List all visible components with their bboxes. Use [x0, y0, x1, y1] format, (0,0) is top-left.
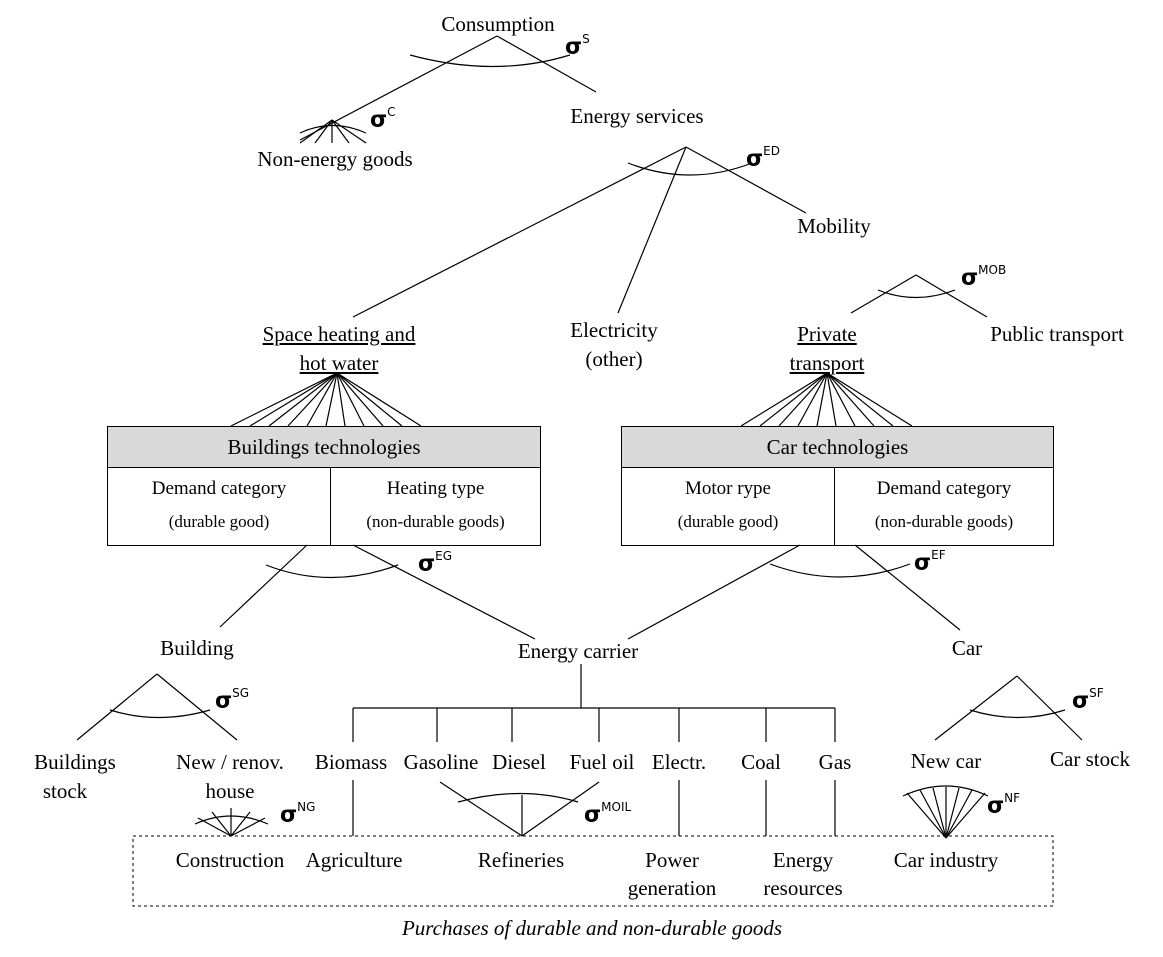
- node-new-car: New car: [910, 749, 982, 773]
- sector-energy-resources-line1: Energy: [772, 848, 834, 872]
- node-non-energy-goods: Non-energy goods: [257, 147, 413, 171]
- arc-sigma-sg: [109, 709, 211, 719]
- diagram-caption: Purchases of durable and non-durable goo…: [401, 916, 783, 940]
- arc-sigma-ed: [627, 162, 753, 176]
- node-private-transport-line2: transport: [789, 351, 865, 375]
- sigma-eg-label: σEG: [418, 549, 453, 577]
- edge-cbox-energycarrier: [627, 544, 801, 640]
- car-left-line2: (durable good): [677, 512, 779, 531]
- edge-mobility-public: [915, 274, 988, 318]
- edge-bbox-building: [219, 544, 308, 628]
- fan-non-energy-goods: [299, 119, 367, 144]
- sigma-ng-label: σNG: [280, 800, 316, 828]
- carrier-gas: Gas: [818, 750, 852, 774]
- sigma-c-label: σC: [370, 105, 396, 133]
- buildings-technologies-title: Buildings technologies: [227, 434, 421, 459]
- fan-space-heating: [230, 372, 422, 427]
- sector-frame: [132, 835, 1054, 907]
- node-electricity-line2: (other): [585, 347, 643, 371]
- carrier-diesel: Diesel: [492, 750, 546, 774]
- buildings-demand-category-cell: Demand category (durable good): [107, 467, 331, 546]
- edge-building-new: [156, 673, 238, 741]
- node-car: Car: [951, 636, 983, 660]
- car-demand-category-cell: Demand category (non-durable goods): [834, 467, 1054, 546]
- node-public-transport: Public transport: [990, 322, 1124, 346]
- node-space-heating-line1: Space heating and: [262, 322, 416, 346]
- sigma-sf-label: σSF: [1072, 686, 1104, 714]
- sigma-ef-label: σEF: [914, 548, 946, 576]
- node-energy-services: Energy services: [570, 104, 704, 128]
- sector-power-line1: Power: [645, 848, 699, 872]
- node-private-transport-line1: Private: [797, 322, 857, 346]
- fan-nf: [902, 785, 989, 839]
- buildings-technologies-header: Buildings technologies: [107, 426, 541, 468]
- arc-sigma-sf: [969, 709, 1066, 719]
- edge-es-spaceheating: [352, 146, 687, 318]
- arc-sigma-eg: [265, 564, 399, 579]
- arc-sigma-mob: [877, 289, 956, 299]
- sector-power-line2: generation: [627, 876, 717, 900]
- edge-mobility-private: [850, 274, 917, 314]
- node-energy-carrier: Energy carrier: [517, 639, 639, 663]
- node-new-renov-line1: New / renov.: [176, 750, 284, 774]
- car-right-line1: Demand category: [876, 478, 1012, 499]
- arc-sigma-moil: [457, 792, 579, 803]
- edge-consumption-energyservices: [496, 35, 597, 93]
- edge-cbox-car: [854, 544, 961, 631]
- sigma-nf-label: σNF: [987, 791, 1021, 819]
- node-car-stock: Car stock: [1050, 747, 1130, 771]
- sector-agriculture: Agriculture: [305, 848, 403, 872]
- node-buildings-stock-line1: Buildings: [34, 750, 116, 774]
- sigma-mob-label: σMOB: [961, 263, 1007, 291]
- buildings-left-line1: Demand category: [151, 478, 287, 499]
- node-new-renov-line2: house: [205, 779, 255, 803]
- buildings-right-line2: (non-durable goods): [366, 512, 505, 531]
- edge-fueloil-refineries: [521, 781, 600, 837]
- sigma-ed-label: σED: [746, 144, 780, 172]
- car-motor-type-cell: Motor rype (durable good): [621, 467, 835, 546]
- carrier-electr: Electr.: [651, 750, 707, 774]
- carrier-biomass: Biomass: [314, 750, 388, 774]
- edge-building-stock: [76, 673, 158, 741]
- arc-sigma-ef: [769, 563, 911, 578]
- arc-sigma-s: [409, 54, 571, 68]
- node-space-heating-line2: hot water: [299, 351, 379, 375]
- buildings-heating-type-cell: Heating type (non-durable goods): [330, 467, 541, 546]
- edge-bbox-energycarrier: [352, 544, 536, 640]
- sector-energy-resources-line2: resources: [763, 876, 843, 900]
- car-left-line1: Motor rype: [684, 478, 771, 499]
- sigma-sg-label: σSG: [215, 686, 250, 714]
- buildings-right-line1: Heating type: [386, 478, 485, 499]
- sector-construction: Construction: [175, 848, 285, 872]
- car-technologies-header: Car technologies: [621, 426, 1054, 468]
- node-mobility: Mobility: [797, 214, 871, 238]
- edge-gasoline-refineries: [439, 781, 523, 837]
- edge-car-new: [934, 675, 1018, 741]
- sigma-s-label: σS: [565, 32, 590, 60]
- car-right-line2: (non-durable goods): [874, 512, 1014, 531]
- carrier-fuel-oil: Fuel oil: [569, 750, 635, 774]
- sigma-moil-label: σMOIL: [584, 800, 632, 828]
- edge-es-electricity: [617, 146, 687, 314]
- edge-consumption-nonenergy: [299, 35, 498, 141]
- node-building: Building: [160, 636, 234, 660]
- fan-ng: [194, 808, 269, 837]
- sector-refineries: Refineries: [477, 848, 565, 872]
- node-consumption: Consumption: [441, 12, 555, 36]
- carrier-gasoline: Gasoline: [403, 750, 479, 774]
- sector-car-industry: Car industry: [893, 848, 999, 872]
- carrier-coal: Coal: [741, 750, 781, 774]
- edge-es-mobility: [685, 146, 807, 214]
- fan-private-transport: [740, 372, 913, 427]
- node-electricity-line1: Electricity: [570, 318, 658, 342]
- car-technologies-title: Car technologies: [766, 434, 909, 459]
- node-buildings-stock-line2: stock: [42, 779, 88, 803]
- buildings-left-line2: (durable good): [168, 512, 270, 531]
- edge-car-stock: [1016, 675, 1083, 741]
